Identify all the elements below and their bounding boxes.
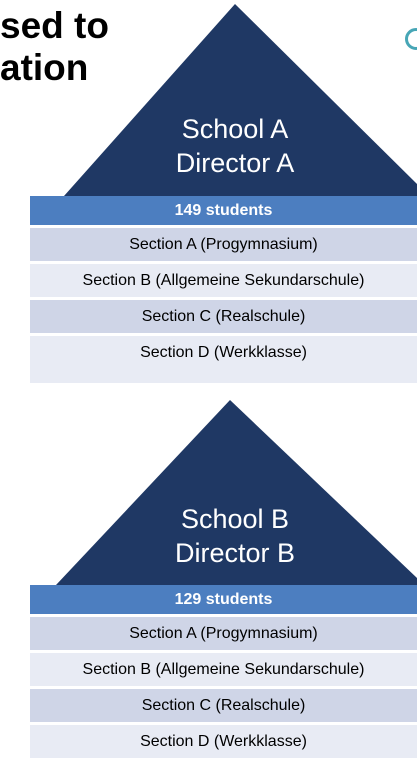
school-a-name: School A <box>181 114 289 144</box>
school-a-section-a-row: Section A (Progymnasium) <box>30 228 417 261</box>
slide-heading-line-1: sed to <box>0 5 109 46</box>
school-a-roof: School A Director A <box>0 0 417 196</box>
school-b-section-c-row: Section C (Realschule) <box>30 689 417 722</box>
school-b-roof-shape <box>56 400 417 585</box>
school-b-director: Director B <box>174 538 296 568</box>
school-a-section-c-row: Section C (Realschule) <box>30 300 417 333</box>
school-b-roof: School B Director B <box>0 398 417 594</box>
school-a-roof-text: School A Director A <box>120 112 350 180</box>
school-b-roof-text: School B Director B <box>120 502 350 570</box>
school-b-name: School B <box>180 504 290 534</box>
school-b-section-b-row: Section B (Allgemeine Sekundarschule) <box>30 653 417 686</box>
circle-decoration <box>405 28 417 50</box>
school-a-section-d-row: Section D (Werkklasse) <box>30 336 417 383</box>
slide-heading-line-2: ation <box>0 47 89 88</box>
school-a-roof-shape <box>64 4 417 196</box>
school-b-section-a-row: Section A (Progymnasium) <box>30 617 417 650</box>
school-a-director: Director A <box>175 148 295 178</box>
school-a-students-band: 149 students <box>30 196 417 225</box>
school-b-section-d-row: Section D (Werkklasse) <box>30 725 417 758</box>
school-b-students-band: 129 students <box>30 585 417 614</box>
school-a-section-b-row: Section B (Allgemeine Sekundarschule) <box>30 264 417 297</box>
